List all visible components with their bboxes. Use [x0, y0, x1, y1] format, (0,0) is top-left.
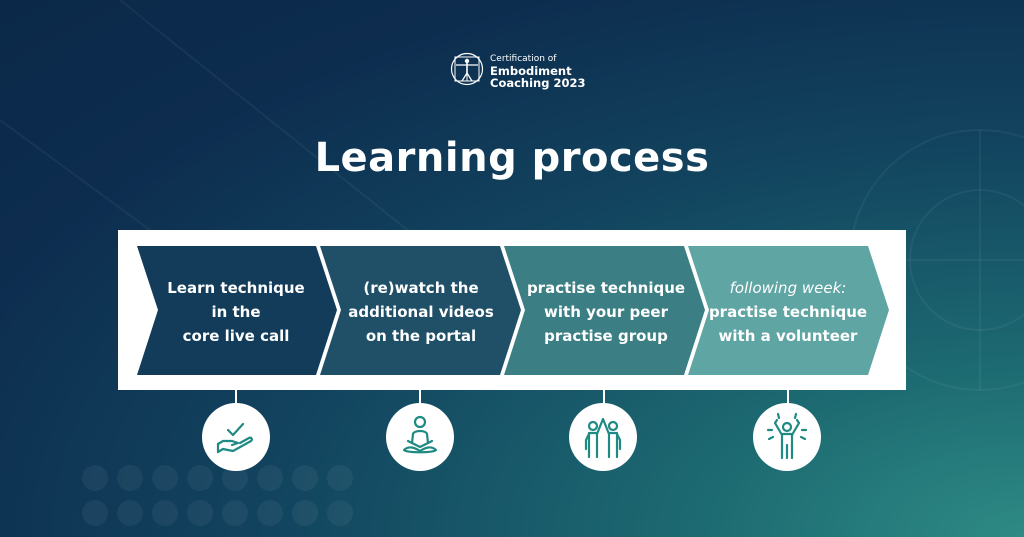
vitruvian-man-icon — [450, 52, 484, 86]
step-4-chevron — [688, 246, 889, 375]
step-2-line-1: (re)watch the — [363, 279, 479, 297]
step-1-line-3: core live call — [182, 327, 290, 345]
hand-check-icon — [216, 422, 253, 454]
logo: Certification of Embodiment Coaching 202… — [450, 52, 590, 92]
step-2-line-2: additional videos — [348, 303, 494, 321]
step-3-line-1: practise technique — [526, 279, 686, 297]
page-title: Learning process — [314, 135, 710, 181]
step-4-icon-circle — [753, 403, 821, 471]
step-3-connector — [603, 390, 605, 408]
step-3-icon-circle — [569, 403, 637, 471]
meditation-icon — [402, 415, 438, 454]
step-4-text: following week: practise technique with … — [703, 276, 873, 348]
step-3-line-2: with your peer — [544, 303, 668, 321]
step-1-text: Learn technique in the core live call — [151, 276, 321, 348]
step-3-chevron — [504, 246, 705, 375]
step-1-chevron — [137, 246, 337, 375]
step-2-connector — [419, 390, 421, 408]
logo-line-3: Coaching 2023 — [490, 76, 586, 90]
step-3-text: practise technique with your peer practi… — [521, 276, 691, 348]
logo-line-2: Embodiment — [490, 64, 572, 78]
step-1-connector — [235, 390, 237, 408]
step-4-line-1: practise technique — [708, 303, 868, 321]
step-1-line-1: Learn technique — [167, 279, 305, 297]
logo-line-1: Certification of — [490, 54, 557, 64]
step-2-text: (re)watch the additional videos on the p… — [336, 276, 506, 348]
step-1-line-2: in the — [211, 303, 261, 321]
step-2-line-3: on the portal — [365, 327, 477, 345]
people-high-five-icon — [584, 417, 622, 459]
step-4-prefix: following week: — [729, 279, 847, 297]
step-3-line-3: practise group — [544, 327, 668, 345]
step-4-line-2: with a volunteer — [718, 327, 858, 345]
step-4-connector — [787, 390, 789, 408]
step-1-icon-circle — [202, 403, 270, 471]
step-2-icon-circle — [386, 403, 454, 471]
step-2-chevron — [320, 246, 521, 375]
person-celebrating-icon — [766, 412, 808, 460]
